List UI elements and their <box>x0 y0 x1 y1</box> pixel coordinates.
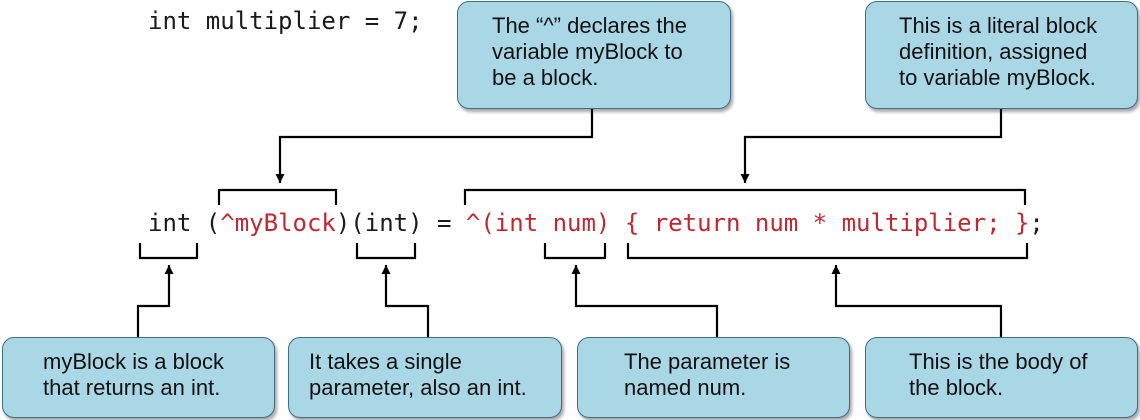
multiplier-declaration: int multiplier = 7; <box>148 7 423 35</box>
bracket-num <box>543 243 607 260</box>
bracket-int-param <box>355 243 417 260</box>
callout-parameter-name: The parameter is named num. <box>577 337 850 418</box>
bracket-literal <box>463 188 1027 205</box>
code-block-literal: ^(int num) { return num * multiplier; } <box>465 209 1030 237</box>
callout-block-body: This is the body of the block. <box>865 337 1138 418</box>
arrow-param <box>381 265 430 337</box>
arrow-returns <box>136 265 174 337</box>
arrow-param-name <box>571 265 719 337</box>
bracket-int-return <box>138 243 199 260</box>
callout-single-parameter: It takes a single parameter, also an int… <box>288 337 562 418</box>
arrow-caret <box>275 109 594 183</box>
callout-returns-int: myBlock is a block that returns an int. <box>2 337 275 418</box>
callout-literal-block: This is a literal block definition, assi… <box>865 1 1138 109</box>
callout-caret-declares-block: The “^” declares the variable myBlock to… <box>457 1 731 109</box>
block-declaration-line: int (^myBlock)(int) = ^(int num) { retur… <box>148 209 1044 237</box>
bracket-body <box>626 243 1029 260</box>
code-semicolon: ; <box>1029 209 1044 237</box>
arrow-literal <box>740 109 1003 183</box>
code-param-type: )(int) = <box>335 209 466 237</box>
arrow-body <box>831 265 1003 337</box>
code-int-open: int ( <box>148 209 221 237</box>
bracket-myblock <box>217 188 338 205</box>
code-block-name: ^myBlock <box>220 209 336 237</box>
